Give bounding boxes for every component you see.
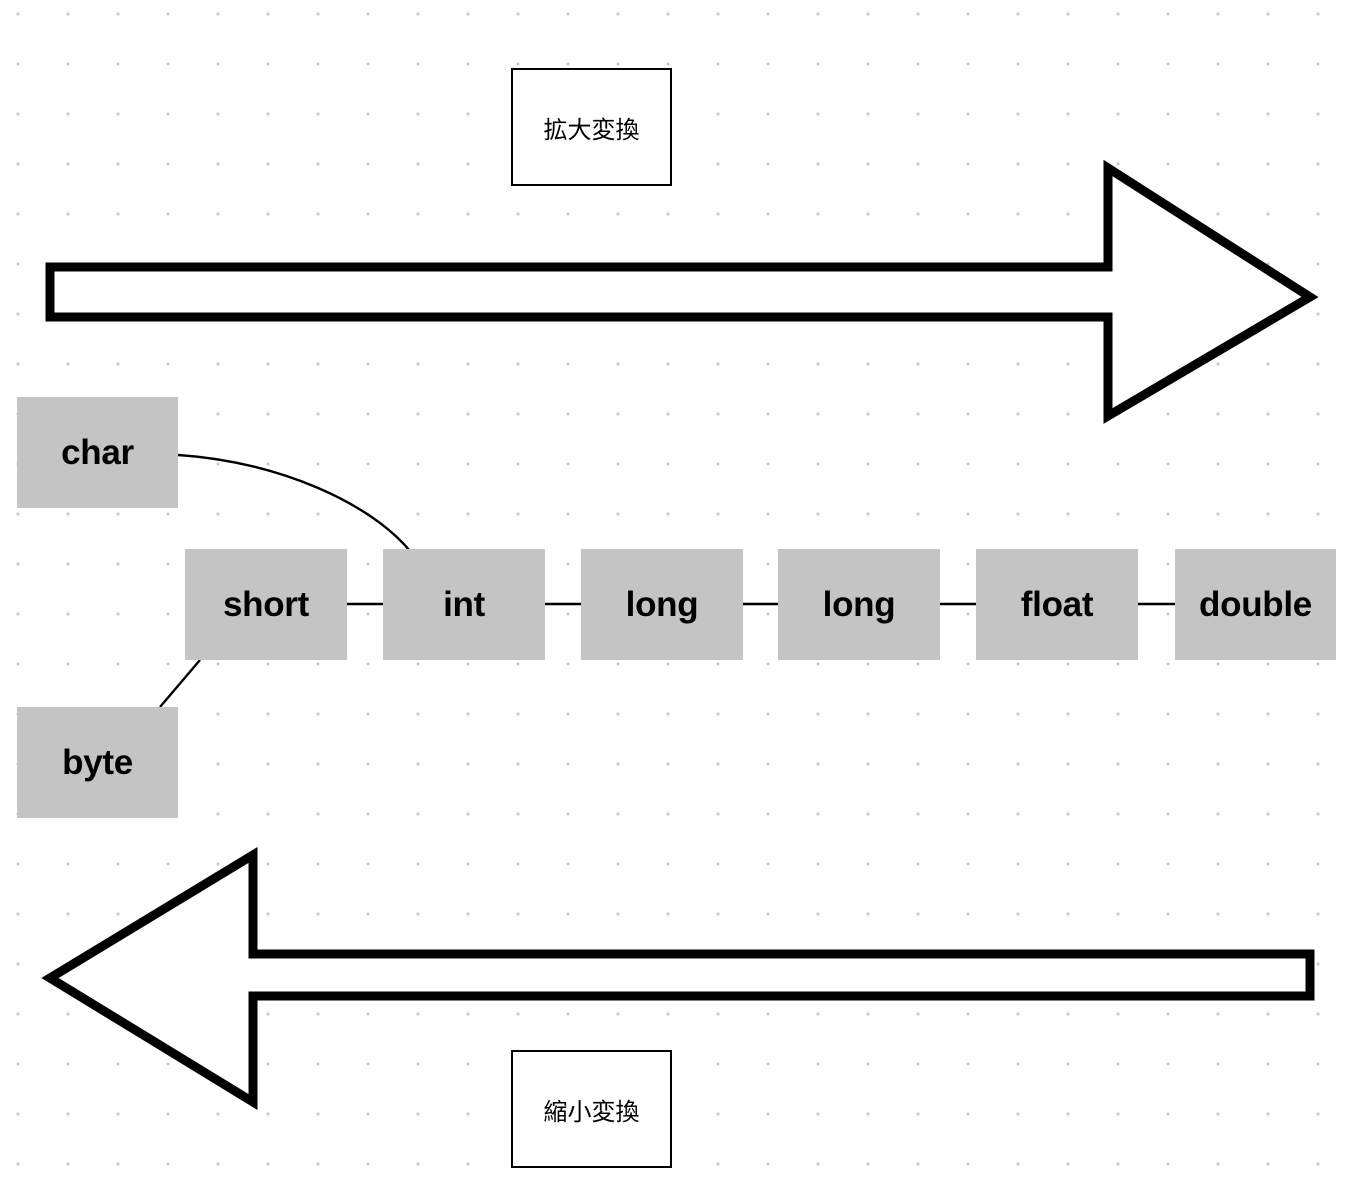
type-box-byte: byte	[17, 707, 178, 818]
type-box-label: byte	[62, 742, 133, 782]
connector-byte-short	[159, 659, 201, 708]
type-box-label: short	[222, 584, 309, 624]
narrowing-label-box: 縮小変換	[511, 1050, 672, 1168]
type-box-long-2: long	[778, 549, 940, 660]
type-box-label: double	[1199, 584, 1312, 624]
type-box-double: double	[1175, 549, 1336, 660]
narrowing-arrow	[41, 847, 1315, 1111]
type-box-label: char	[61, 432, 134, 472]
type-box-int: int	[383, 549, 545, 660]
narrowing-label-text: 縮小変換	[543, 1098, 640, 1126]
type-box-short: short	[185, 549, 347, 660]
type-box-label: long	[822, 584, 896, 624]
type-box-char: char	[17, 397, 178, 508]
type-box-label: long	[625, 584, 699, 624]
type-box-label: float	[1020, 584, 1094, 624]
connector-char-int	[177, 453, 411, 552]
widening-arrow	[45, 159, 1319, 424]
type-box-float: float	[976, 549, 1138, 660]
widening-label-box: 拡大変換	[511, 68, 672, 186]
widening-label-text: 拡大変換	[543, 116, 640, 144]
type-box-long-1: long	[581, 549, 743, 660]
type-box-label: int	[443, 584, 485, 624]
